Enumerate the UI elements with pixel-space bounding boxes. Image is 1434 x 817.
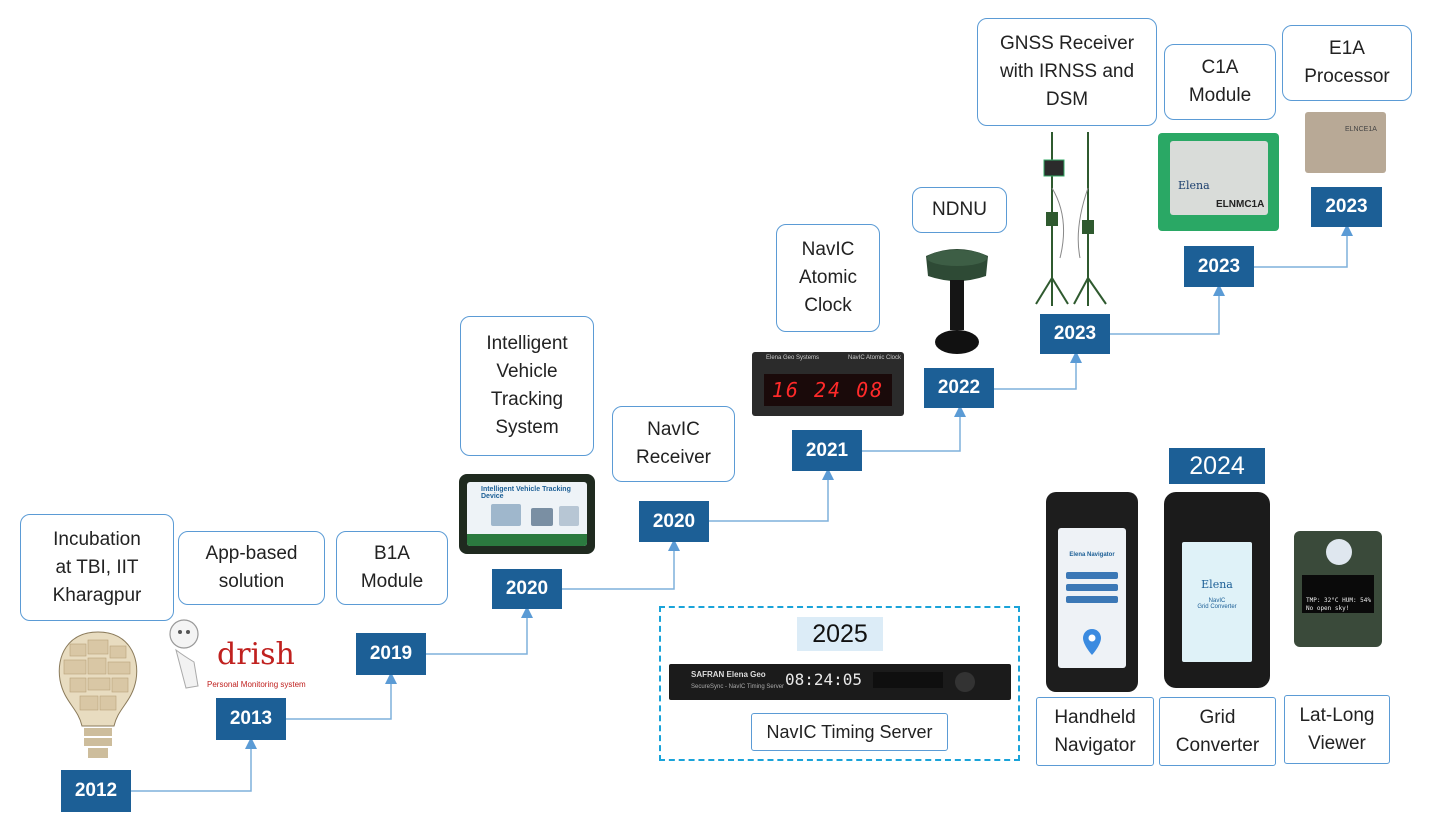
server-brand: SAFRAN Elena Geo [691, 670, 766, 679]
drish-mascot-image [169, 619, 199, 689]
year-2023-b: 2023 [1184, 246, 1254, 287]
ndnu-antenna-image [926, 249, 988, 354]
atomic-clock-image: Elena Geo Systems NavIC Atomic Clock 16 … [752, 352, 904, 416]
gnss-receiver-image [1035, 132, 1107, 306]
year-2020-b: 2020 [639, 501, 709, 542]
server-model: SecureSync - NavIC Timing Server [691, 684, 785, 690]
ivts-device-label: Intelligent Vehicle Tracking Device [481, 486, 571, 500]
grid-brand: Elena [1201, 578, 1233, 591]
year-2013: 2013 [216, 698, 286, 740]
callout-incubation: Incubation at TBI, IIT Kharagpur [20, 514, 174, 621]
connector-2023-2023 [1110, 284, 1225, 335]
year-2024: 2024 [1169, 448, 1265, 484]
year-2021: 2021 [792, 430, 862, 471]
latlong-screen-line1: TMP: 32°C HUM: 54% [1306, 597, 1372, 604]
callout-latlong-viewer: Lat-Long Viewer [1284, 695, 1390, 764]
handheld-navigator-image: Elena Navigator [1046, 492, 1138, 692]
timing-server-image: SAFRAN Elena Geo SecureSync - NavIC Timi… [669, 664, 1011, 700]
callout-b1a: B1A Module [336, 531, 448, 605]
callout-timing-server: NavIC Timing Server [751, 713, 948, 751]
clock-brand: Elena Geo Systems [766, 355, 820, 361]
callout-ndnu: NDNU [912, 187, 1007, 233]
connector-2020-2020 [562, 539, 680, 590]
drish-logo-text: drish [217, 637, 295, 672]
drish-tagline: Personal Monitoring system [207, 680, 306, 689]
year-2019: 2019 [356, 633, 426, 675]
year-2012: 2012 [61, 770, 131, 812]
callout-handheld-navigator: Handheld Navigator [1036, 697, 1154, 766]
incubation-lightbulb-image [58, 631, 138, 758]
callout-ivts: Intelligent Vehicle Tracking System [460, 316, 594, 456]
year-2023-c: 2023 [1311, 187, 1382, 227]
latlong-screen-line2: No open sky! [1306, 605, 1350, 612]
connector-2012-2013 [131, 737, 257, 792]
callout-grid-converter: Grid Converter [1159, 697, 1276, 766]
c1a-brand: Elena [1178, 179, 1210, 192]
callout-navic-receiver: NavIC Receiver [612, 406, 735, 482]
callout-app-based: App-based solution [178, 531, 325, 605]
latlong-viewer-image: TMP: 32°C HUM: 54% No open sky! [1294, 531, 1382, 647]
year-2025: 2025 [797, 617, 883, 651]
server-time-display: 08:24:05 [785, 670, 863, 689]
year-2022: 2022 [924, 368, 994, 408]
callout-e1a: E1A Processor [1282, 25, 1412, 101]
connector-2019-2020 [426, 606, 533, 655]
clock-model: NavIC Atomic Clock [848, 355, 902, 361]
map-pin-icon [1083, 629, 1101, 655]
connector-2021-2022 [862, 405, 966, 452]
year-2020-a: 2020 [492, 569, 562, 609]
e1a-model: ELNCE1A [1345, 126, 1377, 133]
year-2023-a: 2023 [1040, 314, 1110, 354]
callout-c1a: C1A Module [1164, 44, 1276, 120]
e1a-chip-image: ELNCE1A [1305, 112, 1386, 173]
callout-navic-atomic-clock: NavIC Atomic Clock [776, 224, 880, 332]
connector-2022-2023 [994, 351, 1082, 390]
timing-server-frame [659, 606, 1020, 761]
connector-2023-2023-e1a [1254, 224, 1353, 268]
grid-screen-title: NavIC Grid Converter [1197, 598, 1237, 610]
grid-converter-image: Elena NavIC Grid Converter [1164, 492, 1270, 688]
connector-2013-2019 [286, 672, 397, 720]
handheld-screen-title: Elena Navigator [1069, 552, 1115, 558]
ivts-device-image: Intelligent Vehicle Tracking Device [459, 474, 595, 554]
c1a-model: ELNMC1A [1216, 199, 1265, 210]
connector-2020-2021 [709, 468, 834, 522]
c1a-module-image: Elena ELNMC1A [1158, 133, 1279, 231]
clock-time-display: 16 24 08 [771, 378, 885, 402]
callout-gnss-receiver: GNSS Receiver with IRNSS and DSM [977, 18, 1157, 126]
